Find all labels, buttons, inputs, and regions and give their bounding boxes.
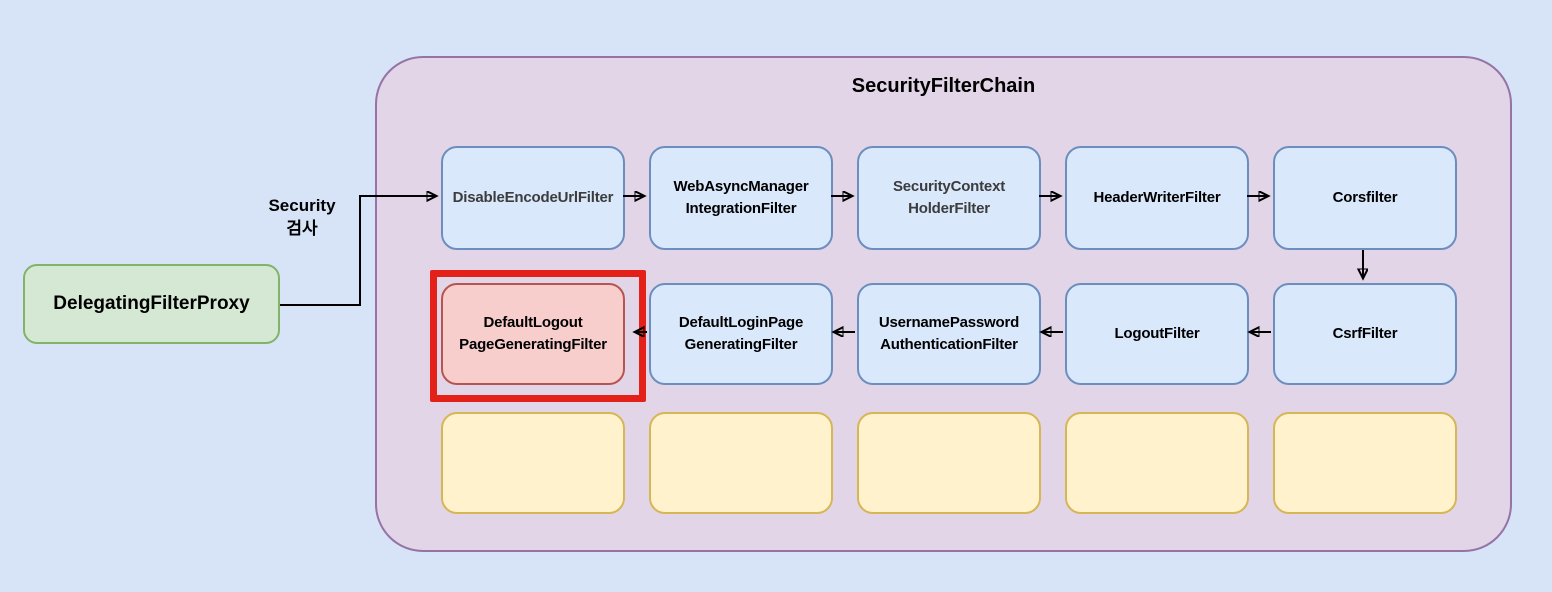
delegating-filter-proxy-label: DelegatingFilterProxy — [53, 293, 250, 314]
node-header-writer-filter: HeaderWriterFilter — [1065, 146, 1249, 250]
node-cors-filter: Corsfilter — [1273, 146, 1457, 250]
security-filter-chain-title: SecurityFilterChain — [851, 75, 1036, 97]
node-security-context-holder-filter: SecurityContext HolderFilter — [857, 146, 1041, 250]
node-default-logout-page-generating-filter: DefaultLogout PageGeneratingFilter — [441, 283, 625, 385]
node-csrf-filter: CsrfFilter — [1273, 283, 1457, 385]
node-web-async-manager-integration-filter: WebAsyncManager IntegrationFilter — [649, 146, 833, 250]
node-logout-filter: LogoutFilter — [1065, 283, 1249, 385]
node-default-login-page-generating-filter: DefaultLoginPage GeneratingFilter — [649, 283, 833, 385]
security-filter-chain-container: SecurityFilterChain DisableEncodeUrlFilt… — [375, 56, 1512, 552]
placeholder-node — [1065, 412, 1249, 514]
placeholder-node — [441, 412, 625, 514]
placeholder-node — [1273, 412, 1457, 514]
node-username-password-authentication-filter: UsernamePassword AuthenticationFilter — [857, 283, 1041, 385]
placeholder-node — [857, 412, 1041, 514]
security-check-edge-label: Security 검사 — [268, 196, 336, 238]
placeholder-node — [649, 412, 833, 514]
node-disable-encode-url-filter: DisableEncodeUrlFilter — [441, 146, 625, 250]
delegating-filter-proxy-node: DelegatingFilterProxy — [23, 264, 280, 344]
